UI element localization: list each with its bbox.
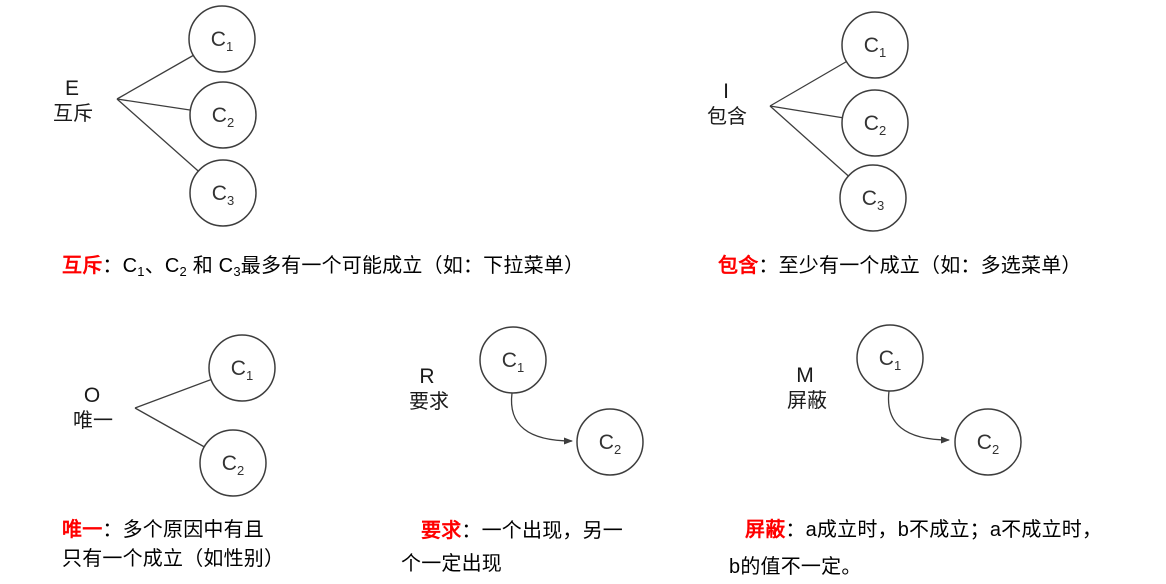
caption-subscript: 3: [233, 264, 241, 279]
caption-subscript: 1: [137, 264, 145, 279]
node-label: C2: [212, 104, 234, 130]
cause-node-circle: [576, 408, 644, 476]
node-label: C1: [864, 34, 886, 60]
curved-arrow: [887, 390, 950, 444]
caption-text: 只有一个成立（如性别）: [62, 548, 285, 570]
section-name: 互斥: [53, 102, 93, 125]
section-symbol: I: [723, 80, 729, 103]
caption-text: ：至少有一个成立（如：多选菜单）: [758, 255, 1082, 277]
exclusive-diagram: C1 C2 C3 E 互斥: [53, 5, 257, 227]
caption-text: ：多个原因中有且: [102, 519, 265, 541]
section-name: 屏蔽: [787, 389, 827, 412]
caption-subscript: 2: [179, 264, 187, 279]
cause-node-circle: [856, 324, 924, 392]
mask-caption: 屏蔽：a成立时，b不成立；a不成立时， b的值不一定。: [729, 512, 1102, 584]
caption-term: 互斥: [62, 255, 103, 277]
node-label: C2: [222, 452, 244, 478]
mask-diagram: C1 C2 M 屏蔽: [787, 324, 1022, 476]
caption-term: 唯一: [62, 519, 103, 541]
node-label: C1: [231, 357, 253, 383]
require-diagram: C1 C2 R 要求: [409, 326, 644, 476]
cause-node-circle: [199, 429, 267, 497]
section-symbol: O: [84, 384, 100, 407]
section-name: 要求: [409, 390, 449, 413]
caption-text: 、C: [144, 255, 180, 277]
caption-text: 个一定出现: [401, 553, 502, 575]
section-symbol: R: [419, 365, 434, 388]
node-label: C3: [862, 187, 884, 213]
section-symbol: M: [796, 364, 814, 387]
include-diagram: C1 C2 C3 I 包含: [707, 11, 909, 232]
section-symbol: E: [65, 77, 79, 100]
caption-term: 要求: [421, 520, 462, 542]
caption-text: 最多有一个可能成立（如：下拉菜单）: [240, 255, 585, 277]
caption-term: 包含: [718, 255, 759, 277]
section-name: 唯一: [73, 409, 113, 432]
caption-text: 和 C: [186, 255, 234, 277]
node-label: C3: [212, 182, 234, 208]
curved-arrow: [510, 392, 573, 445]
include-caption: 包含：至少有一个成立（如：多选菜单）: [718, 249, 1082, 278]
cause-node-circle: [841, 11, 909, 79]
cause-node-circle: [954, 408, 1022, 476]
cause-node-circle: [189, 81, 257, 149]
exclusive-caption: 互斥：C1、C2 和 C3最多有一个可能成立（如：下拉菜单）: [62, 249, 584, 279]
node-label: C2: [864, 112, 886, 138]
caption-text: ：C: [102, 255, 138, 277]
cause-node-circle: [208, 334, 276, 402]
only-caption: 唯一：多个原因中有且 只有一个成立（如性别）: [62, 516, 284, 574]
node-label: C1: [879, 347, 901, 373]
section-name: 包含: [707, 105, 747, 128]
cause-node-circle: [841, 89, 909, 157]
caption-term: 屏蔽: [745, 519, 786, 541]
caption-text: ：一个出现，另一: [461, 520, 624, 542]
cause-node-circle: [839, 164, 907, 232]
node-label: C2: [599, 431, 621, 457]
cause-node-circle: [188, 5, 256, 73]
cause-node-circle: [479, 326, 547, 394]
only-diagram: C1 C2 O 唯一: [73, 334, 276, 497]
caption-text: ：a成立时，b不成立；a不成立时，: [785, 519, 1103, 541]
node-label: C1: [502, 349, 524, 375]
caption-text: b的值不一定。: [729, 556, 862, 578]
node-label: C1: [211, 28, 233, 54]
require-caption: 要求：一个出现，另一 个一定出现: [401, 515, 623, 581]
cause-node-circle: [189, 159, 257, 227]
node-label: C2: [977, 431, 999, 457]
